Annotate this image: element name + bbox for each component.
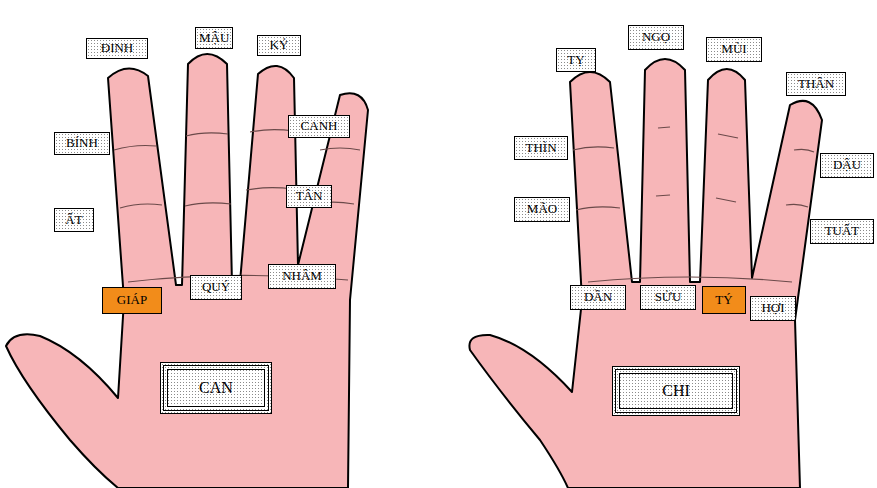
right-hand <box>469 59 822 488</box>
stem-branch-label: MÙI <box>721 42 746 56</box>
stem-branch-label: CHI <box>662 382 690 400</box>
stem-branch-label: MÃO <box>527 202 557 216</box>
label-box: TỴ <box>556 48 596 72</box>
stem-branch-label: TỴ <box>567 53 584 67</box>
label-box: ĐINH <box>86 38 148 59</box>
label-box: DẬU <box>820 153 874 178</box>
title-box: CHI <box>612 366 740 416</box>
stem-branch-label: CAN <box>199 379 233 397</box>
finger-creases <box>114 130 360 282</box>
label-box: QUÝ <box>190 275 242 300</box>
finger-creases <box>573 127 814 282</box>
stem-branch-label: THÌN <box>525 141 556 155</box>
stem-branch-label: ĐINH <box>101 41 134 55</box>
stem-branch-label: BÍNH <box>66 136 98 150</box>
label-box: THÌN <box>514 136 568 160</box>
label-box: BÍNH <box>54 132 110 155</box>
label-box: KỶ <box>257 35 301 56</box>
stem-branch-label: MẬU <box>199 31 229 45</box>
label-box: CANH <box>288 115 350 138</box>
stem-branch-label: DẦN <box>584 290 612 304</box>
label-box: GIÁP <box>102 287 162 314</box>
label-box: THÂN <box>786 72 846 96</box>
stem-branch-label: THÂN <box>798 77 834 91</box>
label-box: DẦN <box>570 285 626 310</box>
stem-branch-label: TÝ <box>715 293 732 307</box>
label-box: TUẤT <box>810 219 874 244</box>
label-box: TÝ <box>702 286 746 314</box>
stem-branch-label: TUẤT <box>825 224 860 238</box>
stem-branch-label: TÂN <box>296 189 323 203</box>
title-box: CAN <box>160 362 272 414</box>
stem-branch-label: NHÂM <box>282 269 322 283</box>
stem-branch-label: NGỌ <box>642 30 670 44</box>
label-box: ẤT <box>54 208 94 232</box>
stem-branch-label: QUÝ <box>202 280 230 294</box>
label-box: NGỌ <box>628 25 684 50</box>
label-box: TÂN <box>286 185 332 208</box>
label-box: MÙI <box>706 37 762 62</box>
stem-branch-label: CANH <box>301 119 338 133</box>
label-box: MÃO <box>514 197 570 222</box>
stem-branch-label: DẬU <box>833 158 861 172</box>
stem-branch-label: GIÁP <box>117 293 147 307</box>
label-box: SỬU <box>640 285 696 310</box>
stem-branch-label: KỶ <box>270 38 289 52</box>
stem-branch-label: SỬU <box>655 290 682 304</box>
label-box: HỢI <box>750 296 796 321</box>
left-hand <box>6 54 368 488</box>
stem-branch-label: HỢI <box>761 301 784 315</box>
stem-branch-label: ẤT <box>65 213 82 227</box>
label-box: NHÂM <box>268 264 336 289</box>
label-box: MẬU <box>195 27 233 49</box>
